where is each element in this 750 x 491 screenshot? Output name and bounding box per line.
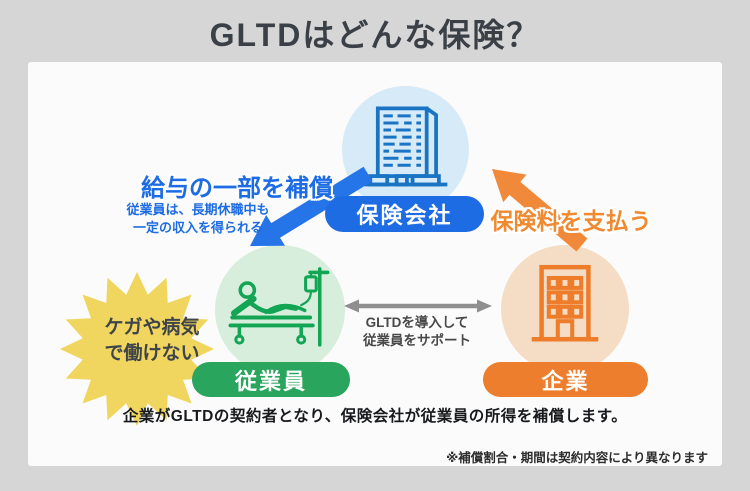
employee-label: 従業員	[234, 368, 307, 394]
company-building-icon	[531, 264, 599, 342]
arrow-double-horizontal-icon	[344, 299, 492, 313]
footnote-text: ※補償割合・期間は契約内容により異なります	[446, 451, 708, 465]
summary-text: 企業がGLTDの契約者となり、保険会社が従業員の所得を補償します。	[122, 408, 628, 425]
benefit-heading: 給与の一部を補償	[141, 175, 333, 202]
burst-text: ケガや病気 で働けない	[82, 315, 222, 367]
page-title: GLTDはどんな保険？	[209, 17, 541, 53]
starburst-shape	[59, 271, 215, 427]
benefit-sub-line2: 一定の収入を得られる	[132, 220, 263, 235]
benefit-subtext: 従業員は、長期休職中も 一定の収入を得られる	[66, 201, 330, 237]
burst-line1: ケガや病気	[104, 317, 200, 338]
company-circle	[501, 245, 629, 373]
office-building-icon	[364, 106, 447, 186]
patient-in-bed-icon	[228, 267, 330, 347]
premium-heading: 保険料を支払う	[490, 208, 652, 234]
support-line1: GLTDを導入して	[365, 315, 469, 330]
employee-label-pill: 従業員	[192, 362, 350, 397]
insurer-circle	[342, 86, 469, 213]
support-text: GLTDを導入して 従業員をサポート	[335, 314, 499, 350]
arrow-down-left-icon	[250, 166, 373, 246]
company-label: 企業	[541, 368, 590, 394]
employee-circle	[215, 245, 345, 375]
burst-line2: で働けない	[104, 343, 200, 364]
diagram-card: 保険会社 従業員	[28, 62, 722, 466]
insurer-label: 保険会社	[356, 203, 453, 228]
arrow-up-left-icon	[492, 169, 588, 252]
company-label-pill: 企業	[483, 362, 648, 397]
benefit-sub-line1: 従業員は、長期休職中も	[126, 202, 270, 217]
support-line2: 従業員をサポート	[363, 333, 471, 348]
insurer-label-pill: 保険会社	[325, 196, 484, 232]
